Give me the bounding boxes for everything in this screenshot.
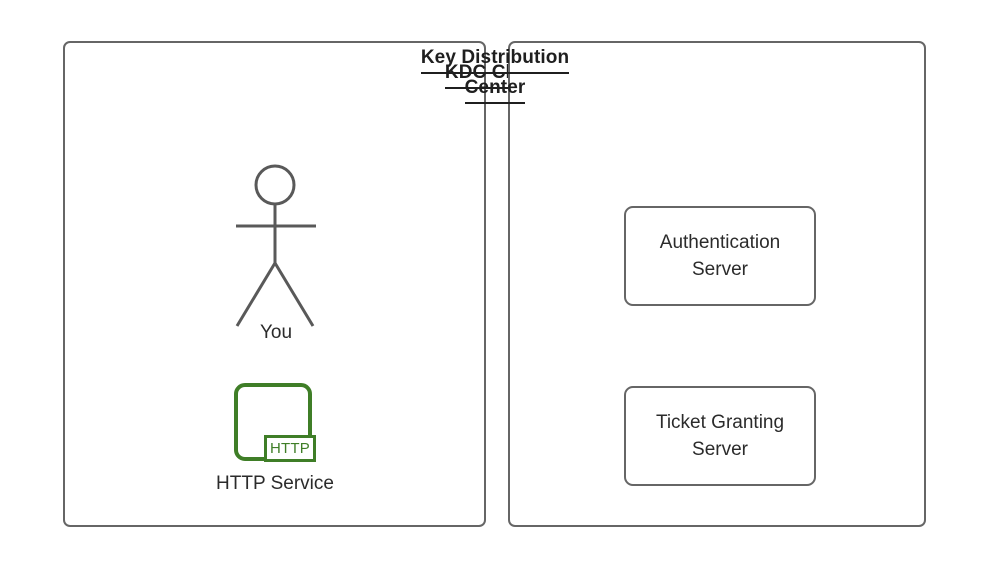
authentication-server-label: Authentication Server bbox=[660, 229, 780, 283]
authentication-server-box: Authentication Server bbox=[624, 206, 816, 306]
stick-figure-icon bbox=[235, 164, 316, 327]
person-label: You bbox=[259, 322, 293, 343]
ticket-granting-server-label-line-1: Ticket Granting bbox=[655, 412, 785, 433]
http-service-icon-badge: HTTP bbox=[264, 435, 316, 462]
panel-key-distribution-center-title: Key Distribution Center bbox=[0, 44, 990, 104]
ticket-granting-server-label: Ticket Granting Server bbox=[656, 409, 784, 463]
panel-key-distribution-center-title-line-2: Center bbox=[464, 74, 526, 104]
http-service-icon: HTTP bbox=[231, 380, 319, 468]
authentication-server-label-line-2: Server bbox=[692, 259, 748, 280]
authentication-server-label-line-1: Authentication bbox=[659, 232, 781, 253]
panel-key-distribution-center-title-line-1: Key Distribution bbox=[420, 44, 570, 74]
ticket-granting-server-box: Ticket Granting Server bbox=[624, 386, 816, 486]
ticket-granting-server-label-line-2: Server bbox=[692, 439, 748, 460]
http-service-label: HTTP Service bbox=[216, 473, 334, 494]
